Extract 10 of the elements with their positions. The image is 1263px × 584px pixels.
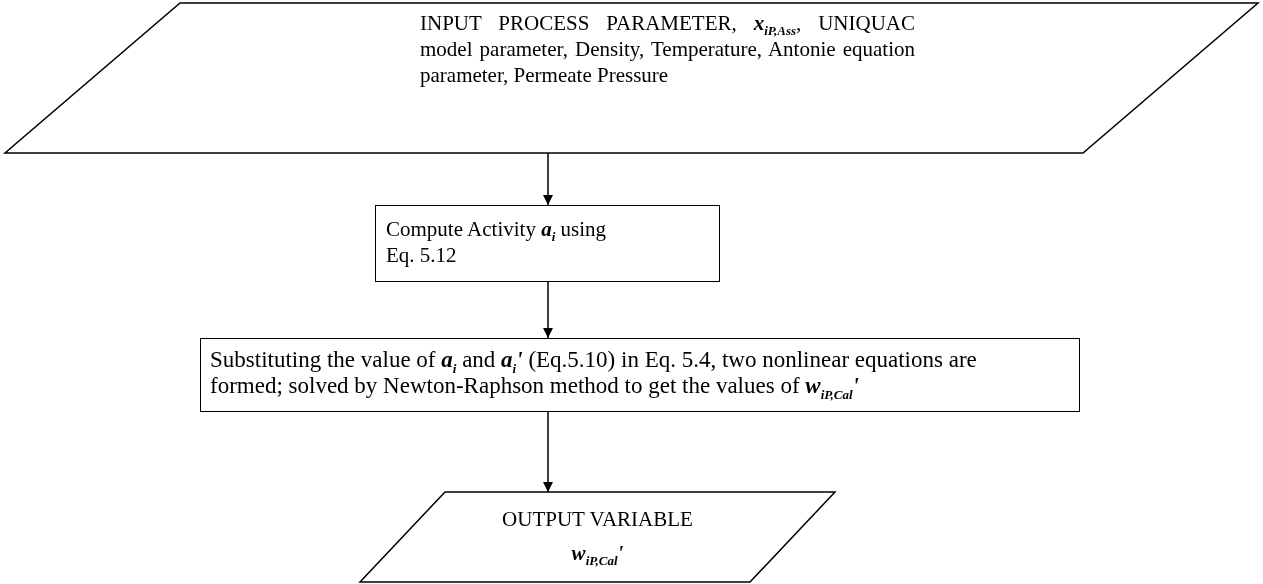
arrow [543, 152, 553, 206]
variable-text: w$_{iP,Cal}$' [570, 540, 625, 566]
box-text: Substituting the value of a$_{i}$ and a$_{i}$' (Eq.5.10) in Eq. 5.4, two nonlinear equations are formed; solved by Newton-Raphson method to get the values of w$_{iP,Cal}$' [210, 347, 978, 399]
process-box [200, 338, 1080, 412]
arrow [543, 411, 553, 493]
process-box [375, 205, 720, 282]
box-text: Compute Activity a$_{i}$ using Eq. 5.12 [386, 216, 608, 268]
arrow [543, 281, 553, 339]
box-text: OUTPUT VARIABLE [501, 506, 694, 532]
box-text: INPUT PROCESS PARAMETER, x$_{iP,Ass}$, UNIQUAC model parameter, Density, Temperature, Antonie equation parameter, Permeate Pressure [420, 10, 915, 88]
